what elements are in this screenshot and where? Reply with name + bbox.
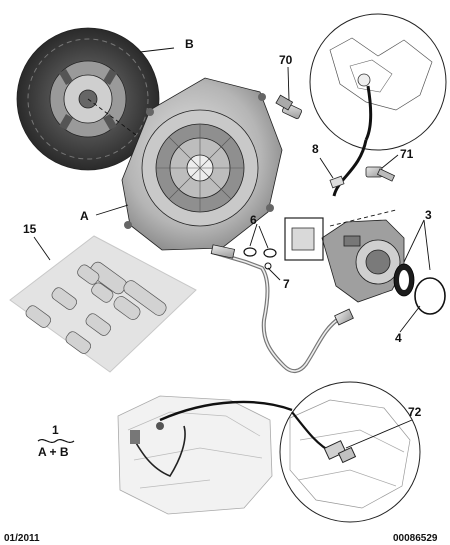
- screw-71: [365, 166, 396, 182]
- label-6: 6: [250, 213, 257, 227]
- label-b: B: [185, 37, 194, 51]
- label-8: 8: [312, 142, 319, 156]
- label-7: 7: [283, 277, 290, 291]
- clip-8: [329, 175, 345, 189]
- screw-70: [275, 94, 303, 120]
- label-72: 72: [408, 405, 422, 419]
- label-71: 71: [400, 147, 414, 161]
- seal-6a: [243, 247, 257, 257]
- pin-kit-panel: [9, 235, 197, 373]
- bleed-connector-frame: [284, 217, 324, 261]
- pressure-plate: [121, 77, 283, 251]
- label-15: 15: [23, 222, 37, 236]
- label-70: 70: [279, 53, 293, 67]
- label-a: A: [80, 209, 89, 223]
- label-1: 1: [52, 423, 59, 437]
- hydraulic-hose: [332, 139, 368, 197]
- bleed-connector: [291, 227, 315, 251]
- magnifier-detail-bottom: [279, 381, 421, 523]
- footer-date: 01/2011: [4, 533, 40, 544]
- clip-7: [264, 262, 272, 270]
- seal-ring: [393, 263, 415, 297]
- leader-lines: [33, 47, 431, 449]
- label-4: 4: [395, 331, 402, 345]
- connector-line-bottom: [159, 400, 293, 422]
- slave-cylinder: [321, 219, 405, 303]
- magnifier-detail-top: [309, 13, 447, 151]
- axis-line-2: [329, 209, 397, 227]
- hydraulic-pipe: [210, 244, 354, 373]
- label-3: 3: [425, 208, 432, 222]
- seal-6b: [263, 248, 277, 258]
- engine-overview: [117, 395, 273, 515]
- tilde-mark: [37, 438, 75, 444]
- o-ring-4: [414, 277, 446, 315]
- formula-a-plus-b: A + B: [38, 445, 69, 459]
- footer-reference: 00086529: [393, 533, 438, 544]
